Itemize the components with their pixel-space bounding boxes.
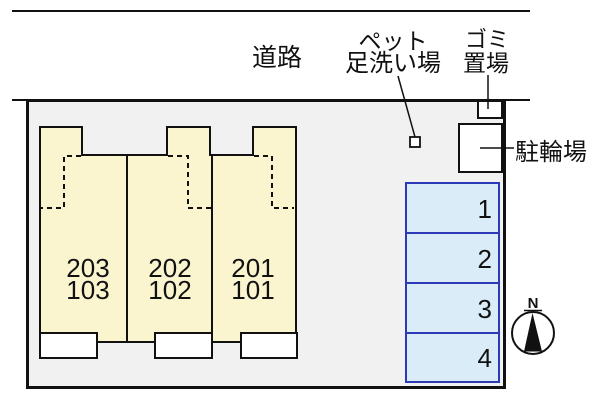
entrance-porch-unit-1	[39, 332, 98, 359]
unit-label-103: 103	[66, 275, 109, 305]
pet-wash-label-line1: ペット	[359, 28, 428, 54]
bicycle-parking-label: 駐輪場	[515, 139, 587, 166]
road-label: 道路	[252, 44, 302, 72]
pet-wash-marker	[409, 136, 421, 148]
garbage-label-line2: 置場	[463, 50, 509, 76]
compass-needle-icon	[524, 313, 542, 352]
parking-space-label-1: 1	[478, 194, 492, 224]
building-unit-201-101	[211, 126, 297, 343]
entrance-porch-unit-2	[154, 332, 213, 359]
dashed-overhang-outline-unit-2	[168, 155, 211, 209]
compass-north-label: N	[528, 295, 539, 312]
parking-space-label-2: 2	[478, 244, 492, 274]
unit-label-201: 201	[231, 253, 274, 283]
parking-space-label-3: 3	[478, 294, 492, 324]
entrance-porch-unit-3	[240, 332, 298, 359]
unit-label-102: 102	[148, 275, 191, 305]
pet-wash-label-line2: 足洗い場	[345, 50, 441, 77]
pet-wash-leader-line	[397, 75, 416, 138]
unit-label-202: 202	[148, 253, 191, 283]
garbage-label-line1: ゴミ	[465, 27, 509, 52]
unit-label-203: 203	[66, 253, 109, 283]
parking-space-label-4: 4	[478, 343, 492, 373]
dashed-overhang-outline-unit-3	[254, 155, 294, 209]
garbage-area-box	[477, 100, 503, 119]
building-unit-203-103	[39, 126, 128, 343]
building-unit-202-102	[126, 126, 213, 343]
unit-label-101: 101	[231, 275, 274, 305]
parking-space-2	[405, 232, 500, 284]
parking-space-4	[405, 332, 500, 383]
parking-space-3	[405, 282, 500, 334]
